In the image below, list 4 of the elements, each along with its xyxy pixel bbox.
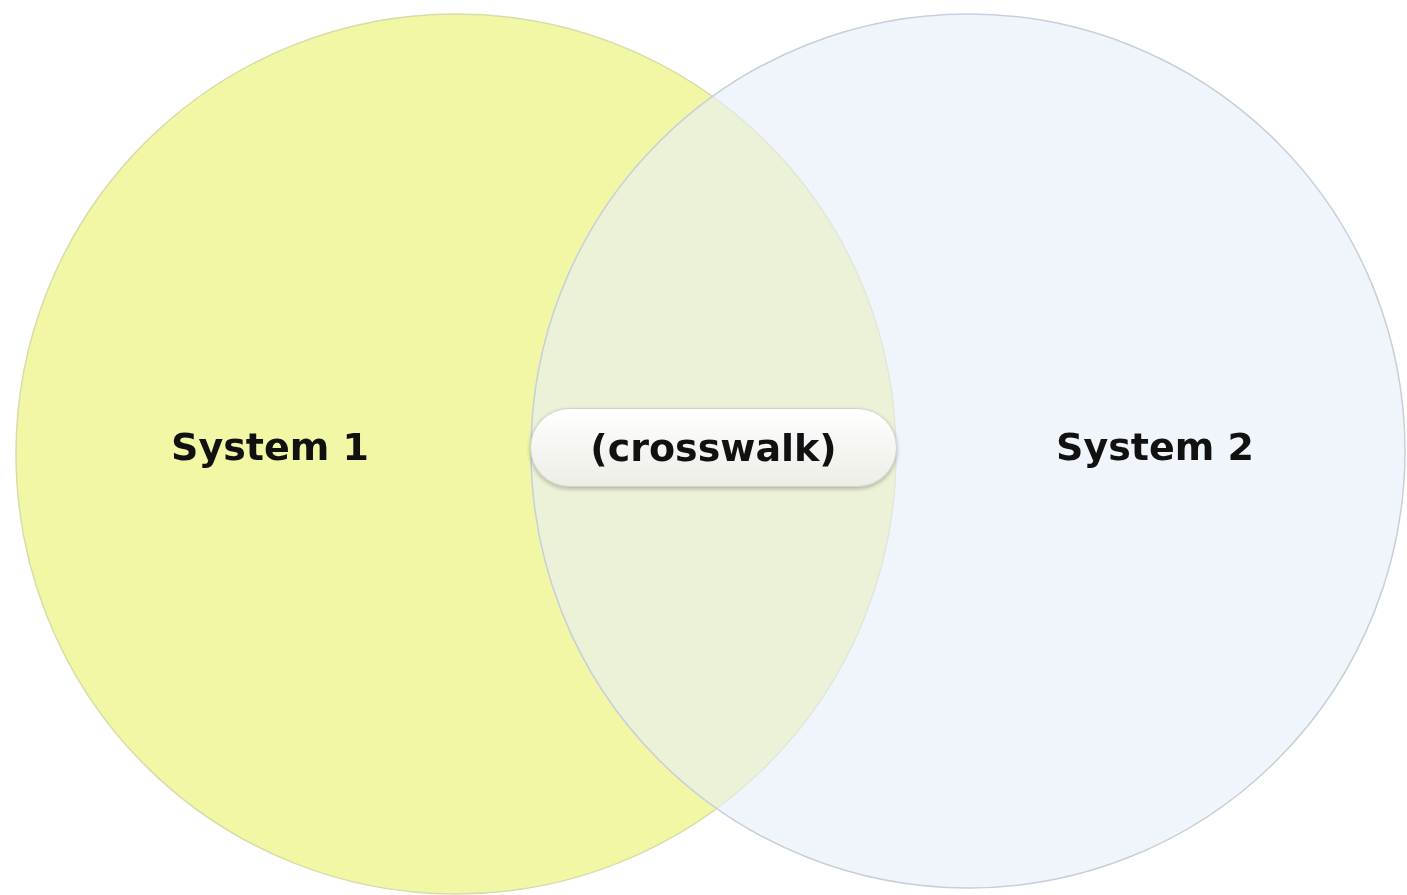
overlap-pill xyxy=(530,408,897,487)
circle-label: System 1 xyxy=(171,425,369,469)
overlap-label: (crosswalk) xyxy=(590,425,837,470)
circle-label: System 2 xyxy=(1056,425,1254,469)
